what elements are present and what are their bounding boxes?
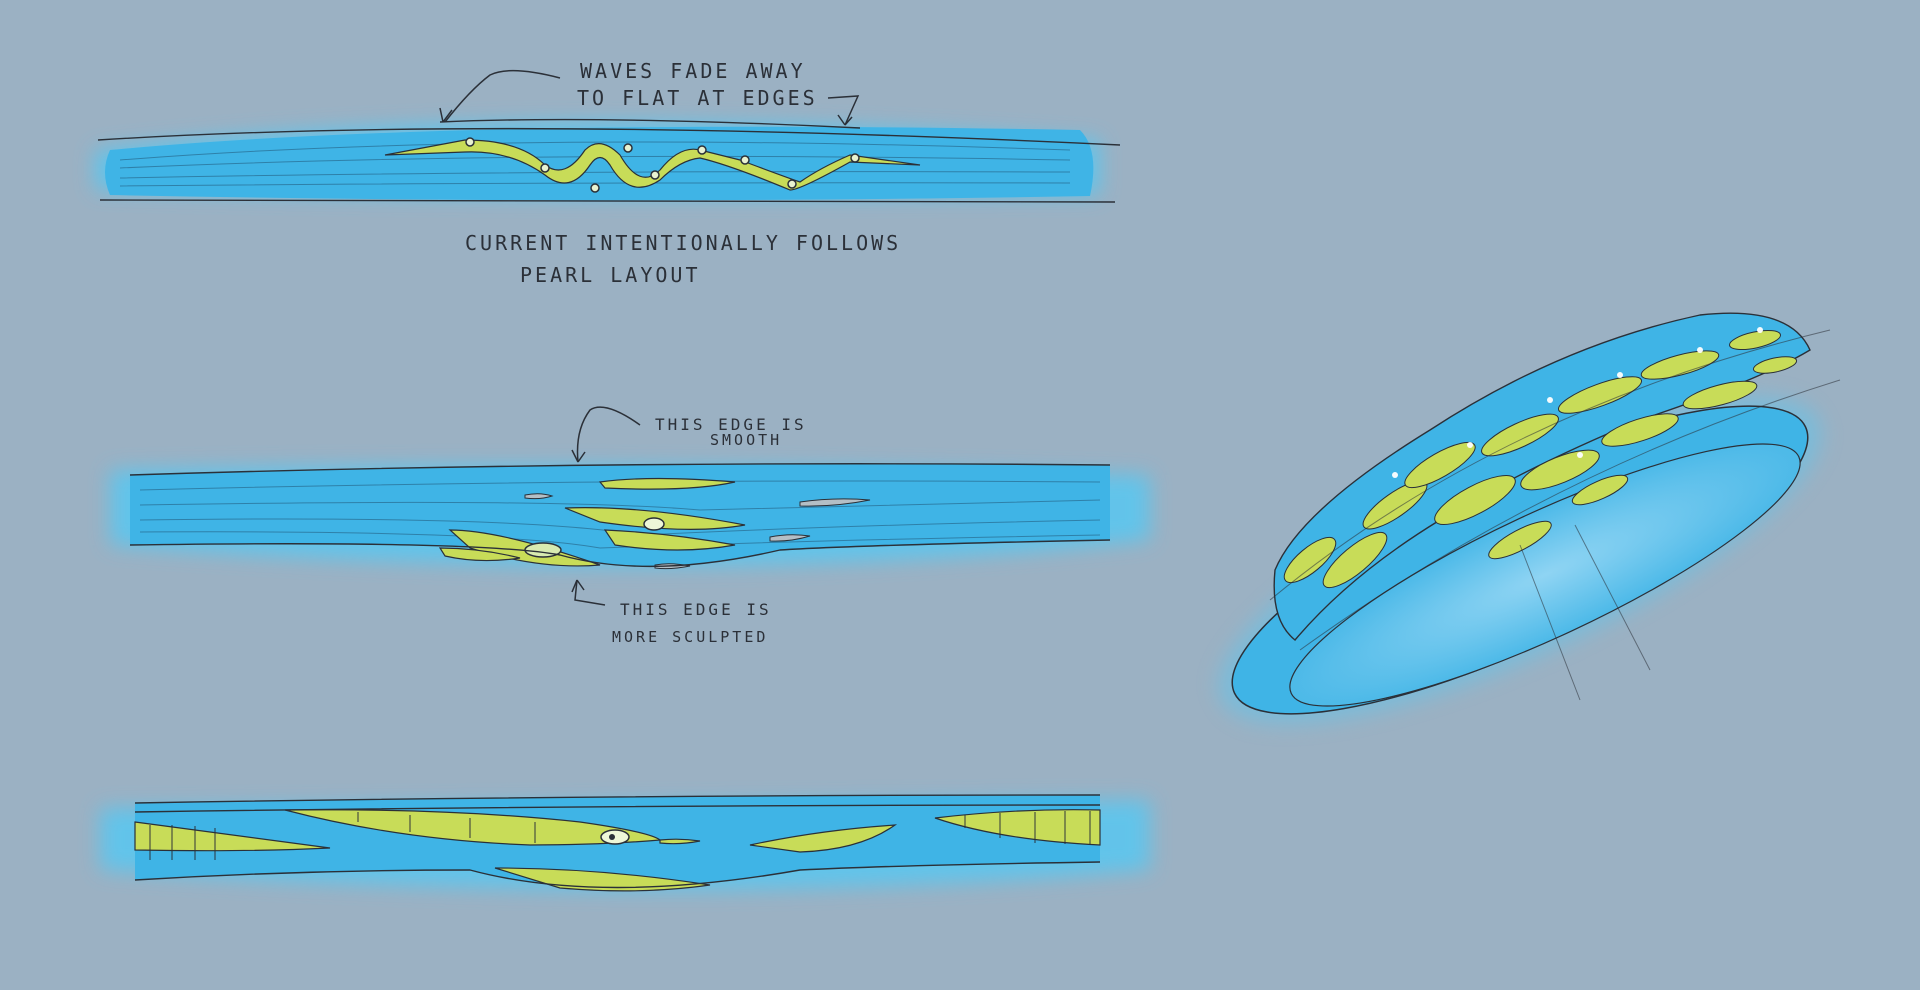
pearl-dot: [650, 170, 660, 180]
pearl-dot: [787, 179, 797, 189]
lattice-cell: [1640, 350, 1720, 380]
lattice-cell: [1404, 441, 1476, 489]
pearl-slot: [524, 493, 554, 500]
pearl-caption-line2: PEARL LAYOUT: [520, 263, 701, 287]
lattice-cell: [1520, 449, 1600, 491]
lime-cutout: [494, 867, 711, 892]
lime-cutout: [934, 809, 1101, 846]
bracelet-inner-surface: [1289, 443, 1801, 707]
pearl-highlight: [1757, 327, 1763, 333]
pearl-dot: [740, 155, 750, 165]
lime-cutout: [134, 821, 331, 852]
pearl-dot: [850, 153, 860, 163]
pearl-dot: [590, 183, 600, 193]
lattice-cell: [1752, 356, 1798, 374]
lattice-cell: [1682, 380, 1758, 410]
lattice-cell: [1571, 474, 1629, 506]
lime-cutout: [438, 547, 521, 562]
band-top-body: [105, 126, 1094, 201]
lattice-cell: [1729, 329, 1781, 351]
pearl-highlight: [1547, 397, 1553, 403]
sculpted-note-line2: MORE SCULPTED: [612, 628, 768, 646]
top-note-line2: TO FLAT AT EDGES: [577, 86, 818, 110]
band-middle-sketch: [110, 406, 1150, 606]
lattice-cell: [1434, 475, 1516, 525]
bracelet-perspective-sketch: [1218, 312, 1841, 724]
lime-cutout: [598, 477, 736, 490]
lattice-cell: [1488, 520, 1552, 560]
top-note-leaders: [439, 69, 860, 126]
band-top-sketch: [95, 69, 1121, 203]
pearl-slot: [799, 498, 871, 507]
pearl-dot: [697, 145, 707, 155]
lime-cutout: [603, 529, 736, 551]
band-bottom-sketch: [100, 794, 1150, 892]
pearl-highlight: [1577, 452, 1583, 458]
smooth-note-line1: THIS EDGE IS: [655, 415, 807, 434]
pearl-slot: [769, 534, 811, 542]
pearl-dot: [540, 163, 550, 173]
smooth-note-line2: SMOOTH: [710, 431, 782, 449]
band-top-pearl-wave: [384, 139, 921, 191]
top-note-line1: WAVES FADE AWAY: [580, 59, 806, 83]
pearl-stone: [609, 834, 615, 840]
pearl-dot: [623, 143, 633, 153]
pearl-highlight: [1697, 347, 1703, 353]
pearl-stone: [643, 517, 665, 531]
lime-cutout: [659, 838, 701, 845]
pearl-caption-line1: CURRENT INTENTIONALLY FOLLOWS: [465, 231, 901, 255]
middle-note-leaders: [571, 406, 641, 606]
pearl-highlight: [1467, 442, 1473, 448]
pearl-highlight: [1392, 472, 1398, 478]
lattice-cell: [1601, 413, 1679, 447]
lattice-cell: [1557, 376, 1643, 414]
lattice-cell: [1481, 413, 1559, 457]
pearl-highlight: [1617, 372, 1623, 378]
lattice-cell: [1322, 531, 1388, 589]
sculpted-note-line1: THIS EDGE IS: [620, 600, 772, 619]
lime-cutout: [749, 824, 898, 853]
lattice-cell: [1283, 536, 1337, 584]
pearl-dot: [465, 137, 475, 147]
